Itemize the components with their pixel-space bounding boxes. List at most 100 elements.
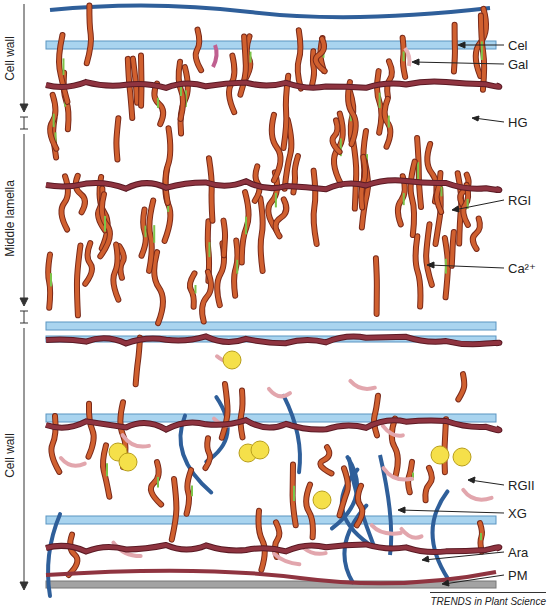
calcium-bridge xyxy=(403,193,405,205)
homogalacturonan-strand xyxy=(100,194,110,256)
homogalacturonan-strand xyxy=(50,95,56,149)
hg-outline xyxy=(437,173,441,212)
hg-outline xyxy=(172,479,177,540)
homogalacturonan-strand xyxy=(411,162,415,236)
hg-outline xyxy=(103,445,109,496)
hg-outline xyxy=(385,99,391,147)
homogalacturonan-strand xyxy=(437,173,441,212)
homogalacturonan-strand xyxy=(166,128,171,203)
homogalacturonan-strand xyxy=(202,272,211,322)
rhamnogalacturonan-i xyxy=(46,544,499,552)
homogalacturonan-strand xyxy=(374,258,379,314)
hg-outline xyxy=(293,465,296,526)
calcium-bridge xyxy=(250,52,252,63)
hg-outline xyxy=(411,162,415,236)
homogalacturonan-strand xyxy=(445,238,448,297)
arabinan-chain xyxy=(123,435,149,446)
side-brackets xyxy=(20,4,28,590)
hg-outline xyxy=(416,236,421,306)
homogalacturonan-strand xyxy=(48,255,50,308)
homogalacturonan-strand xyxy=(276,199,287,236)
hg-outline xyxy=(87,5,91,63)
hg-outline xyxy=(426,224,432,285)
hg-outline xyxy=(276,199,287,236)
hg-outline xyxy=(374,396,378,436)
homogalacturonan-strand xyxy=(458,374,464,399)
hg-outline xyxy=(272,115,281,181)
homogalacturonan-strand xyxy=(444,419,446,472)
calcium-bridge xyxy=(191,485,193,496)
homogalacturonan-strand xyxy=(357,486,362,526)
component-label: PM xyxy=(508,568,528,583)
rhamnogalacturonan-i xyxy=(46,180,499,190)
calcium-bridge xyxy=(480,533,482,540)
rgii-dimer xyxy=(453,448,471,466)
homogalacturonan-strand xyxy=(284,76,289,148)
homogalacturonan-strand xyxy=(240,37,246,95)
hg-outline xyxy=(425,468,431,500)
rgi-outline xyxy=(46,81,499,87)
homogalacturonan-strand xyxy=(209,158,212,220)
hg-outline xyxy=(133,59,137,103)
calcium-bridge xyxy=(293,486,295,501)
homogalacturonan-strand xyxy=(190,273,195,306)
homogalacturonan-strand xyxy=(85,243,92,284)
cellulose-microfibril xyxy=(46,41,496,49)
hg-outline xyxy=(69,535,78,575)
rgi-outline xyxy=(46,180,499,190)
source-credit: TRENDS in Plant Science xyxy=(430,592,546,609)
hg-outline xyxy=(59,35,67,102)
homogalacturonan-strand xyxy=(417,138,421,207)
hg-outline xyxy=(48,255,50,308)
calcium-bridge xyxy=(153,225,155,243)
calcium-bridge xyxy=(104,216,106,232)
homogalacturonan-strand xyxy=(314,171,317,244)
galactan-chain xyxy=(405,48,410,66)
hg-outline xyxy=(179,62,183,119)
component-label: HG xyxy=(508,115,528,130)
calcium-bridge xyxy=(194,285,196,293)
hg-outline xyxy=(138,56,144,106)
homogalacturonan-strand xyxy=(187,470,191,514)
homogalacturonan-strand xyxy=(103,445,109,496)
hg-outline xyxy=(403,38,406,77)
xyloglucan xyxy=(284,396,300,472)
hg-outline xyxy=(50,95,56,149)
homogalacturonan-strand xyxy=(139,56,143,106)
xyloglucan xyxy=(50,5,490,17)
rgii-dimer xyxy=(313,491,331,509)
homogalacturonan-strand xyxy=(222,384,228,438)
rgi-outline xyxy=(46,336,499,344)
hg-outline xyxy=(116,118,118,159)
homogalacturonan-strand xyxy=(59,35,67,102)
calcium-bridge xyxy=(481,41,483,60)
hg-outline xyxy=(284,76,289,148)
homogalacturonan-strand xyxy=(87,5,91,63)
hg-outline xyxy=(234,240,237,295)
homogalacturonan-strand xyxy=(258,511,264,570)
hg-outline xyxy=(357,486,362,526)
homogalacturonan-strand xyxy=(454,25,455,72)
hg-outline xyxy=(454,25,455,72)
hg-outline xyxy=(445,238,448,297)
component-label: Cel xyxy=(508,38,528,53)
hg-outline xyxy=(222,384,228,438)
hg-outline xyxy=(444,419,446,472)
rgii-dimer xyxy=(223,351,241,369)
hg-outline xyxy=(88,404,93,457)
rhamnogalacturonan-i xyxy=(46,81,499,87)
hg-outline xyxy=(481,15,484,89)
hg-outline xyxy=(452,232,454,266)
rgi-outline xyxy=(46,420,499,430)
hg-outline xyxy=(417,138,421,207)
calcium-bridge xyxy=(236,260,238,274)
homogalacturonan-strand xyxy=(481,15,484,89)
calcium-bridge xyxy=(208,242,210,257)
homogalacturonan-strand xyxy=(205,438,210,468)
arabinan-chain xyxy=(350,381,374,389)
hg-outline xyxy=(260,198,262,271)
hg-outline xyxy=(241,391,243,438)
calcium-bridge xyxy=(53,114,55,127)
hg-outline xyxy=(377,71,381,133)
